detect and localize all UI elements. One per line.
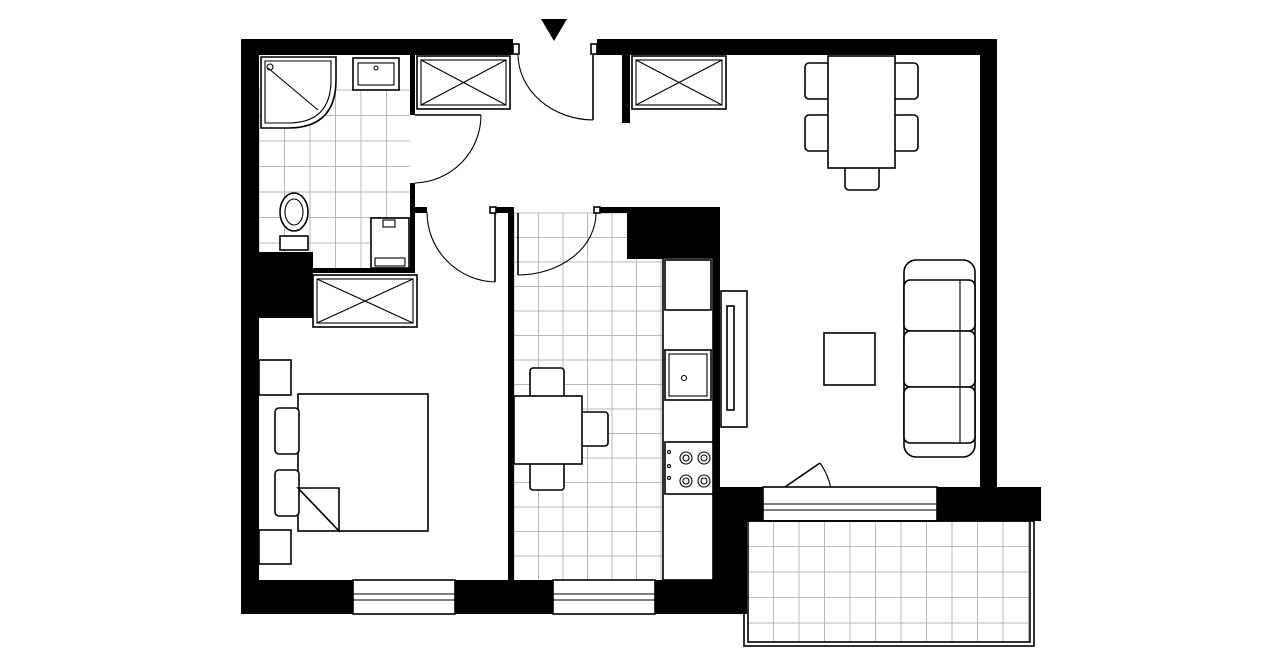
- balcony-tile-grid: [747, 520, 1030, 642]
- washing-machine: [370, 217, 410, 269]
- stove: [664, 441, 714, 495]
- nightstand-top: [258, 359, 292, 396]
- window-balcony: [762, 486, 938, 522]
- interior-walls: [313, 55, 720, 580]
- triangle-down-icon: [541, 19, 567, 41]
- shower-tray: [260, 56, 337, 129]
- fridge: [664, 259, 712, 311]
- bedroom: [258, 359, 429, 565]
- sofa: [903, 259, 976, 458]
- kitchen: [513, 257, 714, 581]
- coffee-table: [823, 332, 876, 386]
- wardrobe-hall-right: [631, 55, 727, 110]
- window-bedroom: [352, 579, 456, 615]
- balcony: [743, 520, 1035, 647]
- bedroom-door[interactable]: [426, 206, 497, 283]
- exterior-walls: [241, 39, 1041, 614]
- bathroom: [260, 56, 410, 269]
- window-kitchen: [552, 579, 656, 615]
- kitchen-counter: [662, 257, 714, 581]
- kitchen-table: [513, 367, 609, 491]
- kitchen-door[interactable]: [517, 206, 601, 276]
- kitchen-sink: [664, 349, 712, 401]
- living-room: [720, 55, 976, 458]
- nightstand-bottom: [258, 529, 292, 565]
- double-bed: [274, 393, 429, 533]
- wardrobe-hall-left: [416, 55, 511, 110]
- tv-stand: [720, 290, 748, 428]
- dining-table: [804, 55, 919, 191]
- entrance-door[interactable]: [512, 43, 598, 121]
- toilet: [279, 192, 309, 251]
- wardrobe-bedroom: [312, 274, 418, 328]
- bathroom-door[interactable]: [414, 114, 482, 184]
